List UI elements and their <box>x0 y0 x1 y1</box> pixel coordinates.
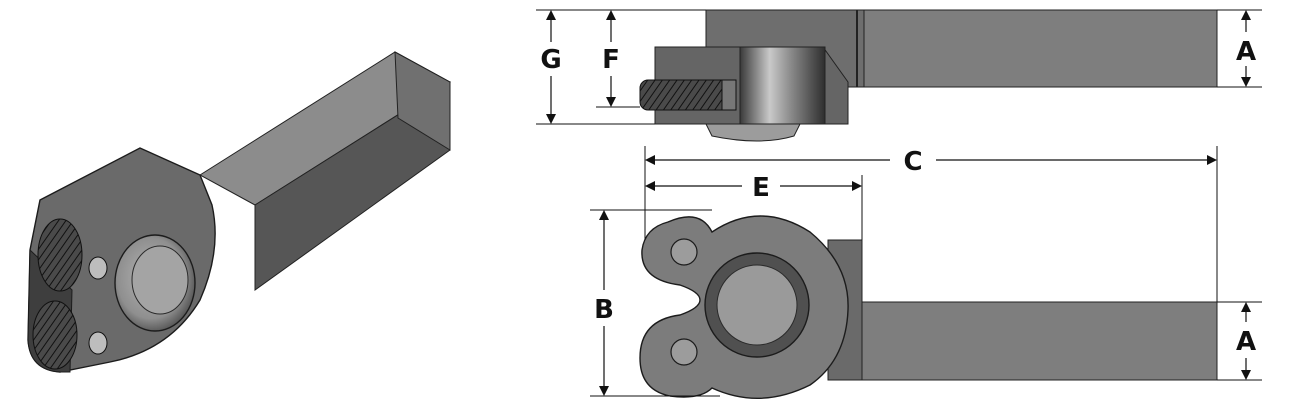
dim-A-top-label: A <box>1236 37 1256 67</box>
iso-hub-inner <box>131 245 189 315</box>
dim-A-bottom-label: A <box>1236 327 1256 357</box>
front-pin-upper <box>670 238 698 266</box>
front-pin-lower <box>670 338 698 366</box>
iso-knurl-roll-lower <box>32 300 78 370</box>
dim-B-label: B <box>594 295 614 325</box>
dim-G-label: G <box>540 45 561 75</box>
dim-E-label: E <box>752 173 770 203</box>
dim-F-label: F <box>602 45 620 75</box>
iso-pin-lower <box>88 331 108 355</box>
side-elevation-view <box>639 9 1218 142</box>
iso-knurl-roll-upper <box>37 218 83 292</box>
side-hub-bottom <box>705 123 801 142</box>
dimension-annotations: G F A C E B <box>536 9 1262 397</box>
front-shank <box>834 301 1218 381</box>
side-hub <box>739 46 826 125</box>
front-view <box>639 215 1218 399</box>
side-knurl-roll <box>639 79 733 111</box>
iso-pin-upper <box>88 256 108 280</box>
isometric-view <box>27 51 451 373</box>
side-shank <box>859 9 1218 88</box>
dim-C-label: C <box>903 147 922 177</box>
front-hub-inner <box>716 264 798 346</box>
iso-shank-end <box>394 51 451 151</box>
